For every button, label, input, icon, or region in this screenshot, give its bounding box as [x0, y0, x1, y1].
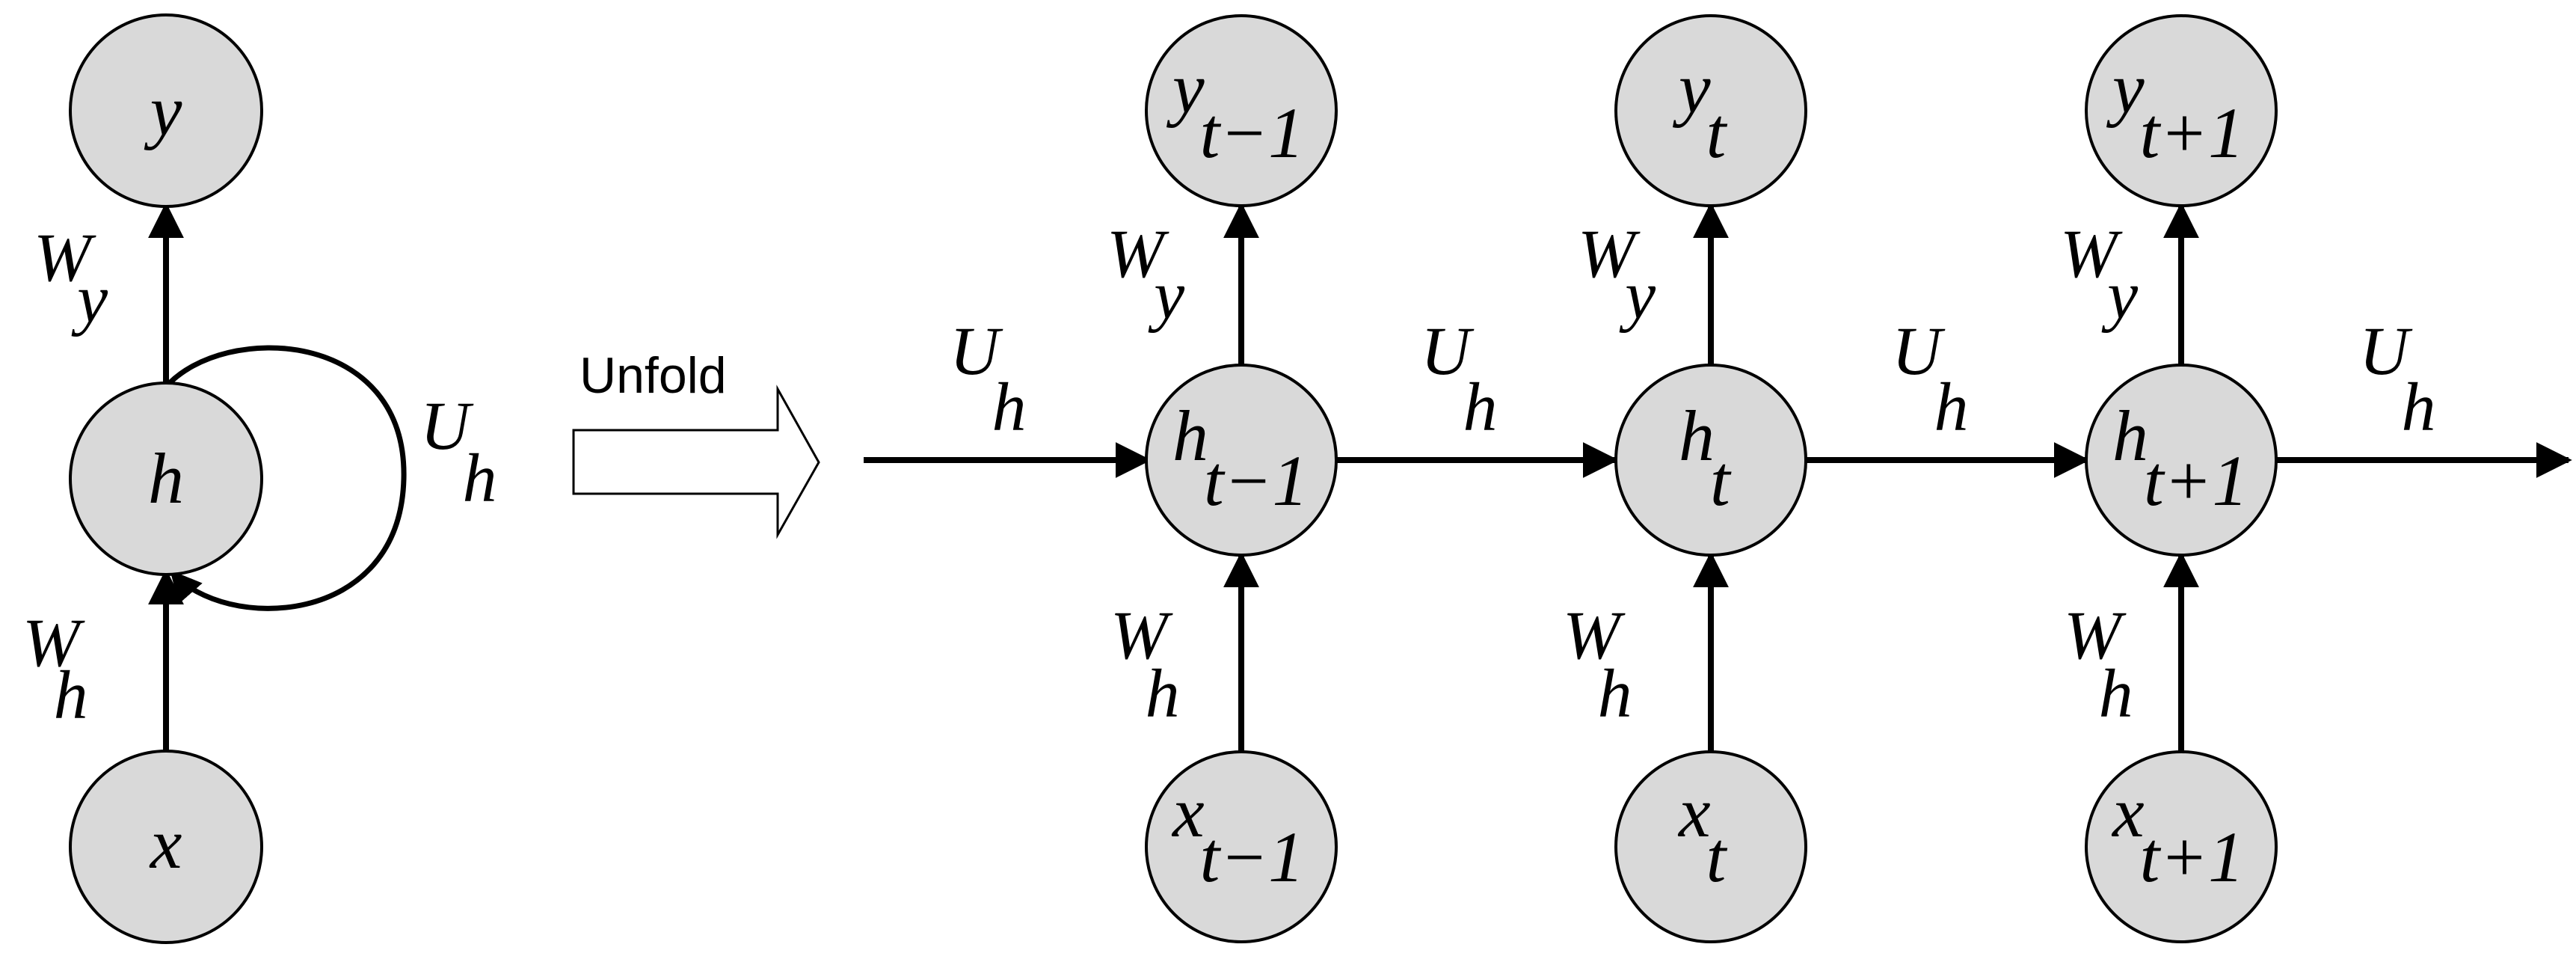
unfold-arrow: Unfold	[572, 347, 820, 539]
node-h-label: h	[148, 438, 184, 518]
unfold-label: Unfold	[580, 347, 727, 404]
recurrent-loop	[164, 345, 407, 611]
node-y: y	[69, 13, 263, 208]
node-h: h	[69, 382, 263, 576]
unfold-hollow-arrow	[572, 385, 820, 539]
node-x: x	[69, 750, 263, 944]
node-y-label: y	[144, 70, 182, 150]
node-x-label: x	[149, 803, 182, 883]
